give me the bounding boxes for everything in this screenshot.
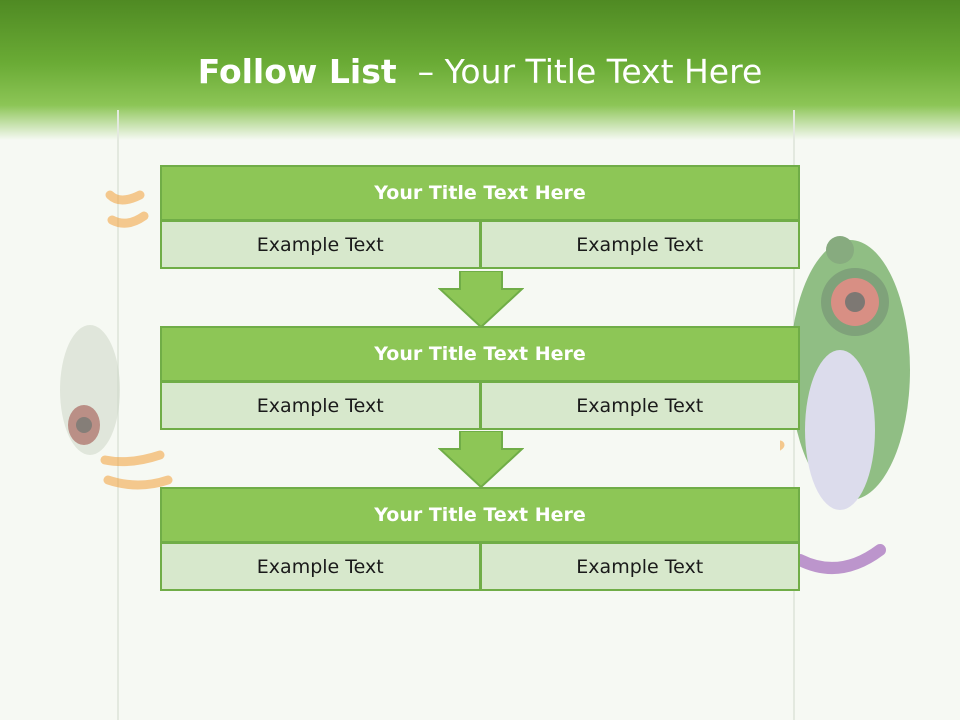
flow-step-cell-right: Example Text xyxy=(480,543,800,591)
flow-step-2: Your Title Text Here Example Text Exampl… xyxy=(160,326,800,430)
flow-step-row: Example Text Example Text xyxy=(160,221,800,269)
flow-step-cell-right: Example Text xyxy=(480,221,800,269)
flow-step-cell-left: Example Text xyxy=(160,543,481,591)
left-divider-line xyxy=(117,110,119,720)
slide-title-rest: – Your Title Text Here xyxy=(417,52,763,91)
flow-step-row: Example Text Example Text xyxy=(160,382,800,430)
down-arrow-icon xyxy=(438,271,524,329)
flow-step-1: Your Title Text Here Example Text Exampl… xyxy=(160,165,800,269)
slide-title-bold: Follow List xyxy=(197,52,397,91)
down-arrow-icon xyxy=(438,431,524,489)
slide-title: Follow List – Your Title Text Here xyxy=(0,52,960,91)
frog-right-illustration xyxy=(780,236,910,574)
header-band xyxy=(0,0,960,140)
flow-step-title: Your Title Text Here xyxy=(160,326,800,382)
flow-step-cell-right: Example Text xyxy=(480,382,800,430)
flow-step-3: Your Title Text Here Example Text Exampl… xyxy=(160,487,800,591)
flow-step-title: Your Title Text Here xyxy=(160,487,800,543)
flow-step-cell-left: Example Text xyxy=(160,382,481,430)
frog-left-illustration xyxy=(60,190,173,490)
flow-step-title: Your Title Text Here xyxy=(160,165,800,221)
flow-step-cell-left: Example Text xyxy=(160,221,481,269)
flow-step-row: Example Text Example Text xyxy=(160,543,800,591)
